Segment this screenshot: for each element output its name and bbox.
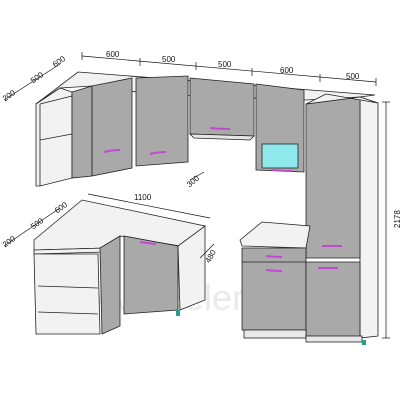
handle-door-1: [149, 151, 167, 155]
dim-upper-depth-b: 500: [29, 70, 46, 85]
plinth-left: [243, 329, 307, 339]
lower-front-door: [123, 235, 179, 315]
dim-hood-depth: 300: [185, 173, 201, 189]
dim-upper-width-1: 600: [106, 50, 120, 59]
handle-corner: [103, 149, 121, 153]
tall-column-front-lower: [305, 261, 361, 339]
upper-corner-door: [91, 77, 133, 177]
dim-lower-side-depth: 480: [203, 248, 218, 265]
lower-side-panel: [177, 225, 206, 311]
lower-handles: [139, 241, 338, 272]
countertop-right: [239, 221, 311, 249]
upper-door-1: [135, 75, 189, 167]
dim-lower-depth-a: 200: [1, 234, 18, 249]
dim-lower-corner-width: 1100: [134, 193, 152, 202]
tall-column-front-upper: [305, 96, 361, 259]
upper-handles: [103, 127, 342, 248]
plinth-feet: [176, 310, 366, 345]
dim-upper-width-3: 500: [218, 60, 232, 69]
handle-drawer-top: [265, 255, 283, 258]
handle-hood: [209, 127, 231, 130]
lower-open-shelf: [33, 253, 101, 335]
drawer-unit-front: [241, 247, 307, 331]
dim-upper-width-2: 500: [162, 55, 176, 64]
upper-hood-cabinet: [189, 77, 255, 137]
dim-total-height: 2178: [393, 210, 400, 228]
dimension-lines: [3, 52, 390, 339]
hood-underside: [189, 133, 255, 141]
plinth-right: [305, 335, 363, 343]
dim-upper-width-5: 500: [346, 72, 360, 81]
tall-column-side: [359, 96, 379, 339]
lower-cabinets: [33, 199, 363, 343]
handle-drawer-main: [265, 269, 283, 272]
upper-corner-front: [71, 85, 93, 179]
handle-glass: [271, 169, 293, 172]
dim-upper-width-4: 600: [280, 66, 294, 75]
upper-cabinets: [35, 71, 379, 339]
glass-panel: [261, 143, 299, 169]
dim-upper-depth-c: 600: [51, 54, 68, 69]
lower-corner-door: [99, 235, 121, 335]
handle-lower-front: [139, 241, 157, 245]
tall-column-top: [305, 93, 379, 105]
dim-lower-depth-b: 500: [29, 216, 46, 231]
dim-upper-depth-a: 200: [1, 88, 18, 103]
